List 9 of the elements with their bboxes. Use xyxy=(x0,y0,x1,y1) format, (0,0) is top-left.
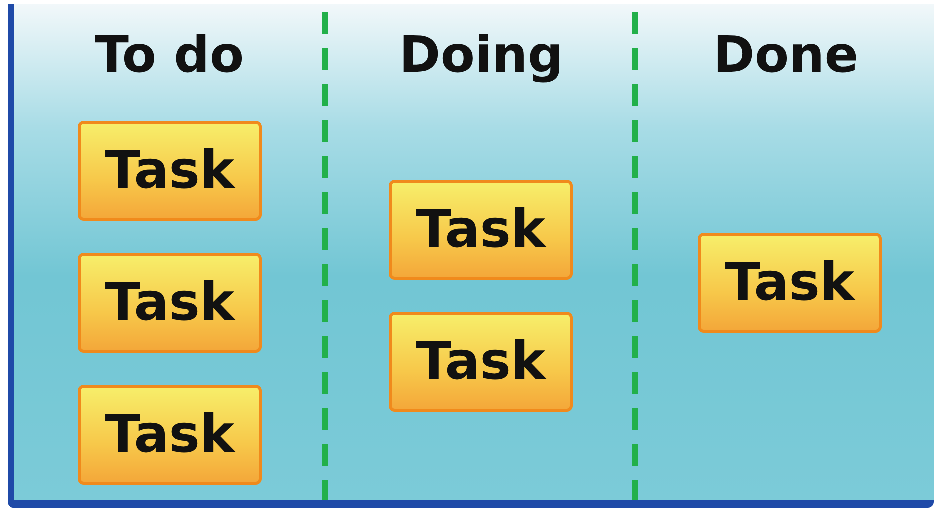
task-card: Task xyxy=(698,233,882,333)
task-card: Task xyxy=(389,312,573,412)
task-card: Task xyxy=(78,385,262,485)
column-heading: To do xyxy=(94,26,244,84)
column-heading: Doing xyxy=(399,26,564,84)
task-card: Task xyxy=(389,180,573,280)
column-heading: Done xyxy=(713,26,859,84)
task-card: Task xyxy=(78,121,262,221)
task-card: Task xyxy=(78,253,262,353)
